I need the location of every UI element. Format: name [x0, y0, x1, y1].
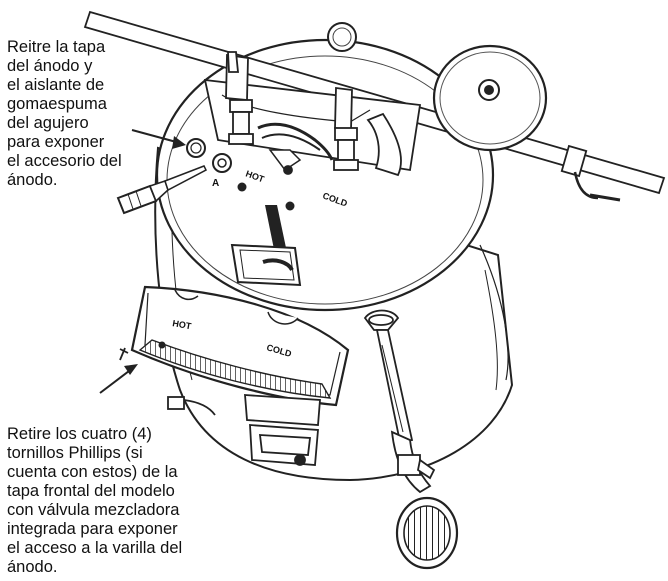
caption-line: ánodo. [7, 558, 58, 576]
caption-line: el aislante de [7, 76, 105, 94]
control-valve [167, 394, 321, 466]
anode-rod [230, 205, 302, 287]
caption-line: Retire los cuatro (4) [7, 425, 152, 443]
caption-line: el acceso a la varilla del [7, 539, 183, 557]
drain-valve-icon [395, 496, 459, 570]
caption-line: ánodo. [7, 171, 58, 189]
anode-marker-label: A [212, 178, 219, 189]
caption-line: gomaespuma [7, 95, 107, 113]
arrow-icon [131, 129, 186, 149]
screwdriver-icon [116, 165, 207, 215]
caption-line: con válvula mezcladora [7, 501, 180, 519]
expansion-tank-icon [432, 44, 548, 152]
caption-line: Reitre la tapa [7, 38, 106, 56]
hot-cold-fittings [203, 51, 422, 177]
caption-line: para exponer [7, 133, 105, 151]
screw-arrow-icon [99, 347, 138, 394]
instruction-remove-anode-cap: Reitre la tapa del ánodo y el aislante d… [7, 38, 122, 190]
caption-line: tornillos Phillips (si [7, 444, 143, 462]
instruction-remove-front-cover-screws: Retire los cuatro (4) tornillos Phillips… [7, 425, 182, 577]
hot-label-cover: HOT [172, 318, 193, 331]
caption-line: el accesorio del [7, 152, 122, 170]
caption-line: tapa frontal del modelo [7, 482, 175, 500]
front-cover [130, 285, 350, 407]
caption-line: cuenta con estos) de la [7, 463, 178, 481]
caption-line: del ánodo y [7, 57, 93, 75]
caption-line: del agujero [7, 114, 89, 132]
flue-opening [327, 22, 357, 52]
relief-valve-pipe [363, 309, 436, 494]
caption-line: integrada para exponer [7, 520, 178, 538]
anode-fitting: A [186, 138, 295, 211]
